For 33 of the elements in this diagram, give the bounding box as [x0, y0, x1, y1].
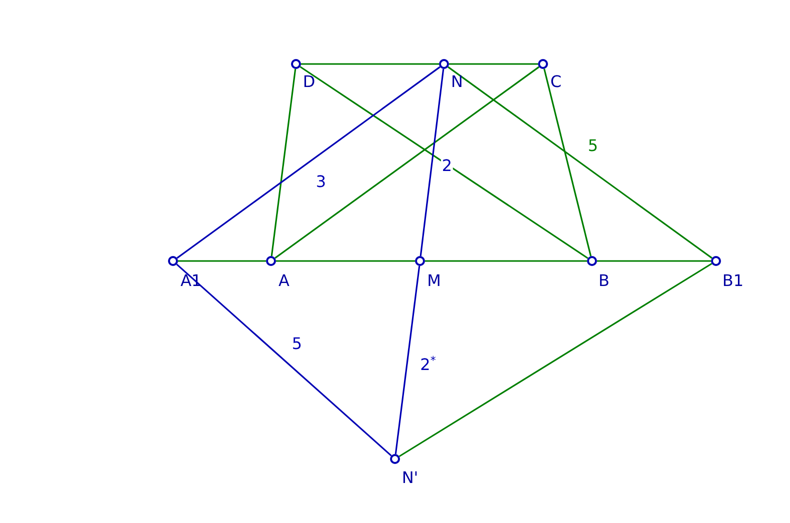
line-segment — [300, 66, 588, 259]
point-marker — [390, 454, 400, 464]
line-segment — [448, 66, 712, 259]
point-marker — [415, 256, 425, 266]
line-segment — [176, 66, 440, 259]
line-segment — [176, 264, 392, 456]
point-marker — [266, 256, 276, 266]
point-marker — [538, 59, 548, 69]
line-segment — [301, 63, 439, 65]
line-segment — [274, 66, 540, 259]
point-label: C — [550, 73, 562, 91]
point-label: B — [598, 272, 610, 290]
line-segment — [270, 68, 296, 256]
line-segment — [276, 260, 415, 262]
point-label: D — [302, 73, 316, 91]
point-marker — [291, 59, 301, 69]
line-segment — [398, 262, 712, 458]
point-label: B1 — [722, 272, 744, 290]
line-segment — [543, 68, 592, 256]
point-marker — [439, 59, 449, 69]
line-segment — [394, 266, 420, 454]
point-label: N — [451, 73, 463, 91]
point-label: N' — [402, 469, 418, 487]
point-label: M — [427, 272, 441, 290]
point-marker — [587, 256, 597, 266]
point-label: A — [278, 272, 290, 290]
line-segment — [597, 260, 711, 262]
line-segment — [420, 68, 444, 256]
line-segment — [449, 63, 538, 65]
point-marker — [711, 256, 721, 266]
line-segment — [425, 260, 587, 262]
point-marker — [168, 256, 178, 266]
line-segment — [178, 260, 266, 262]
